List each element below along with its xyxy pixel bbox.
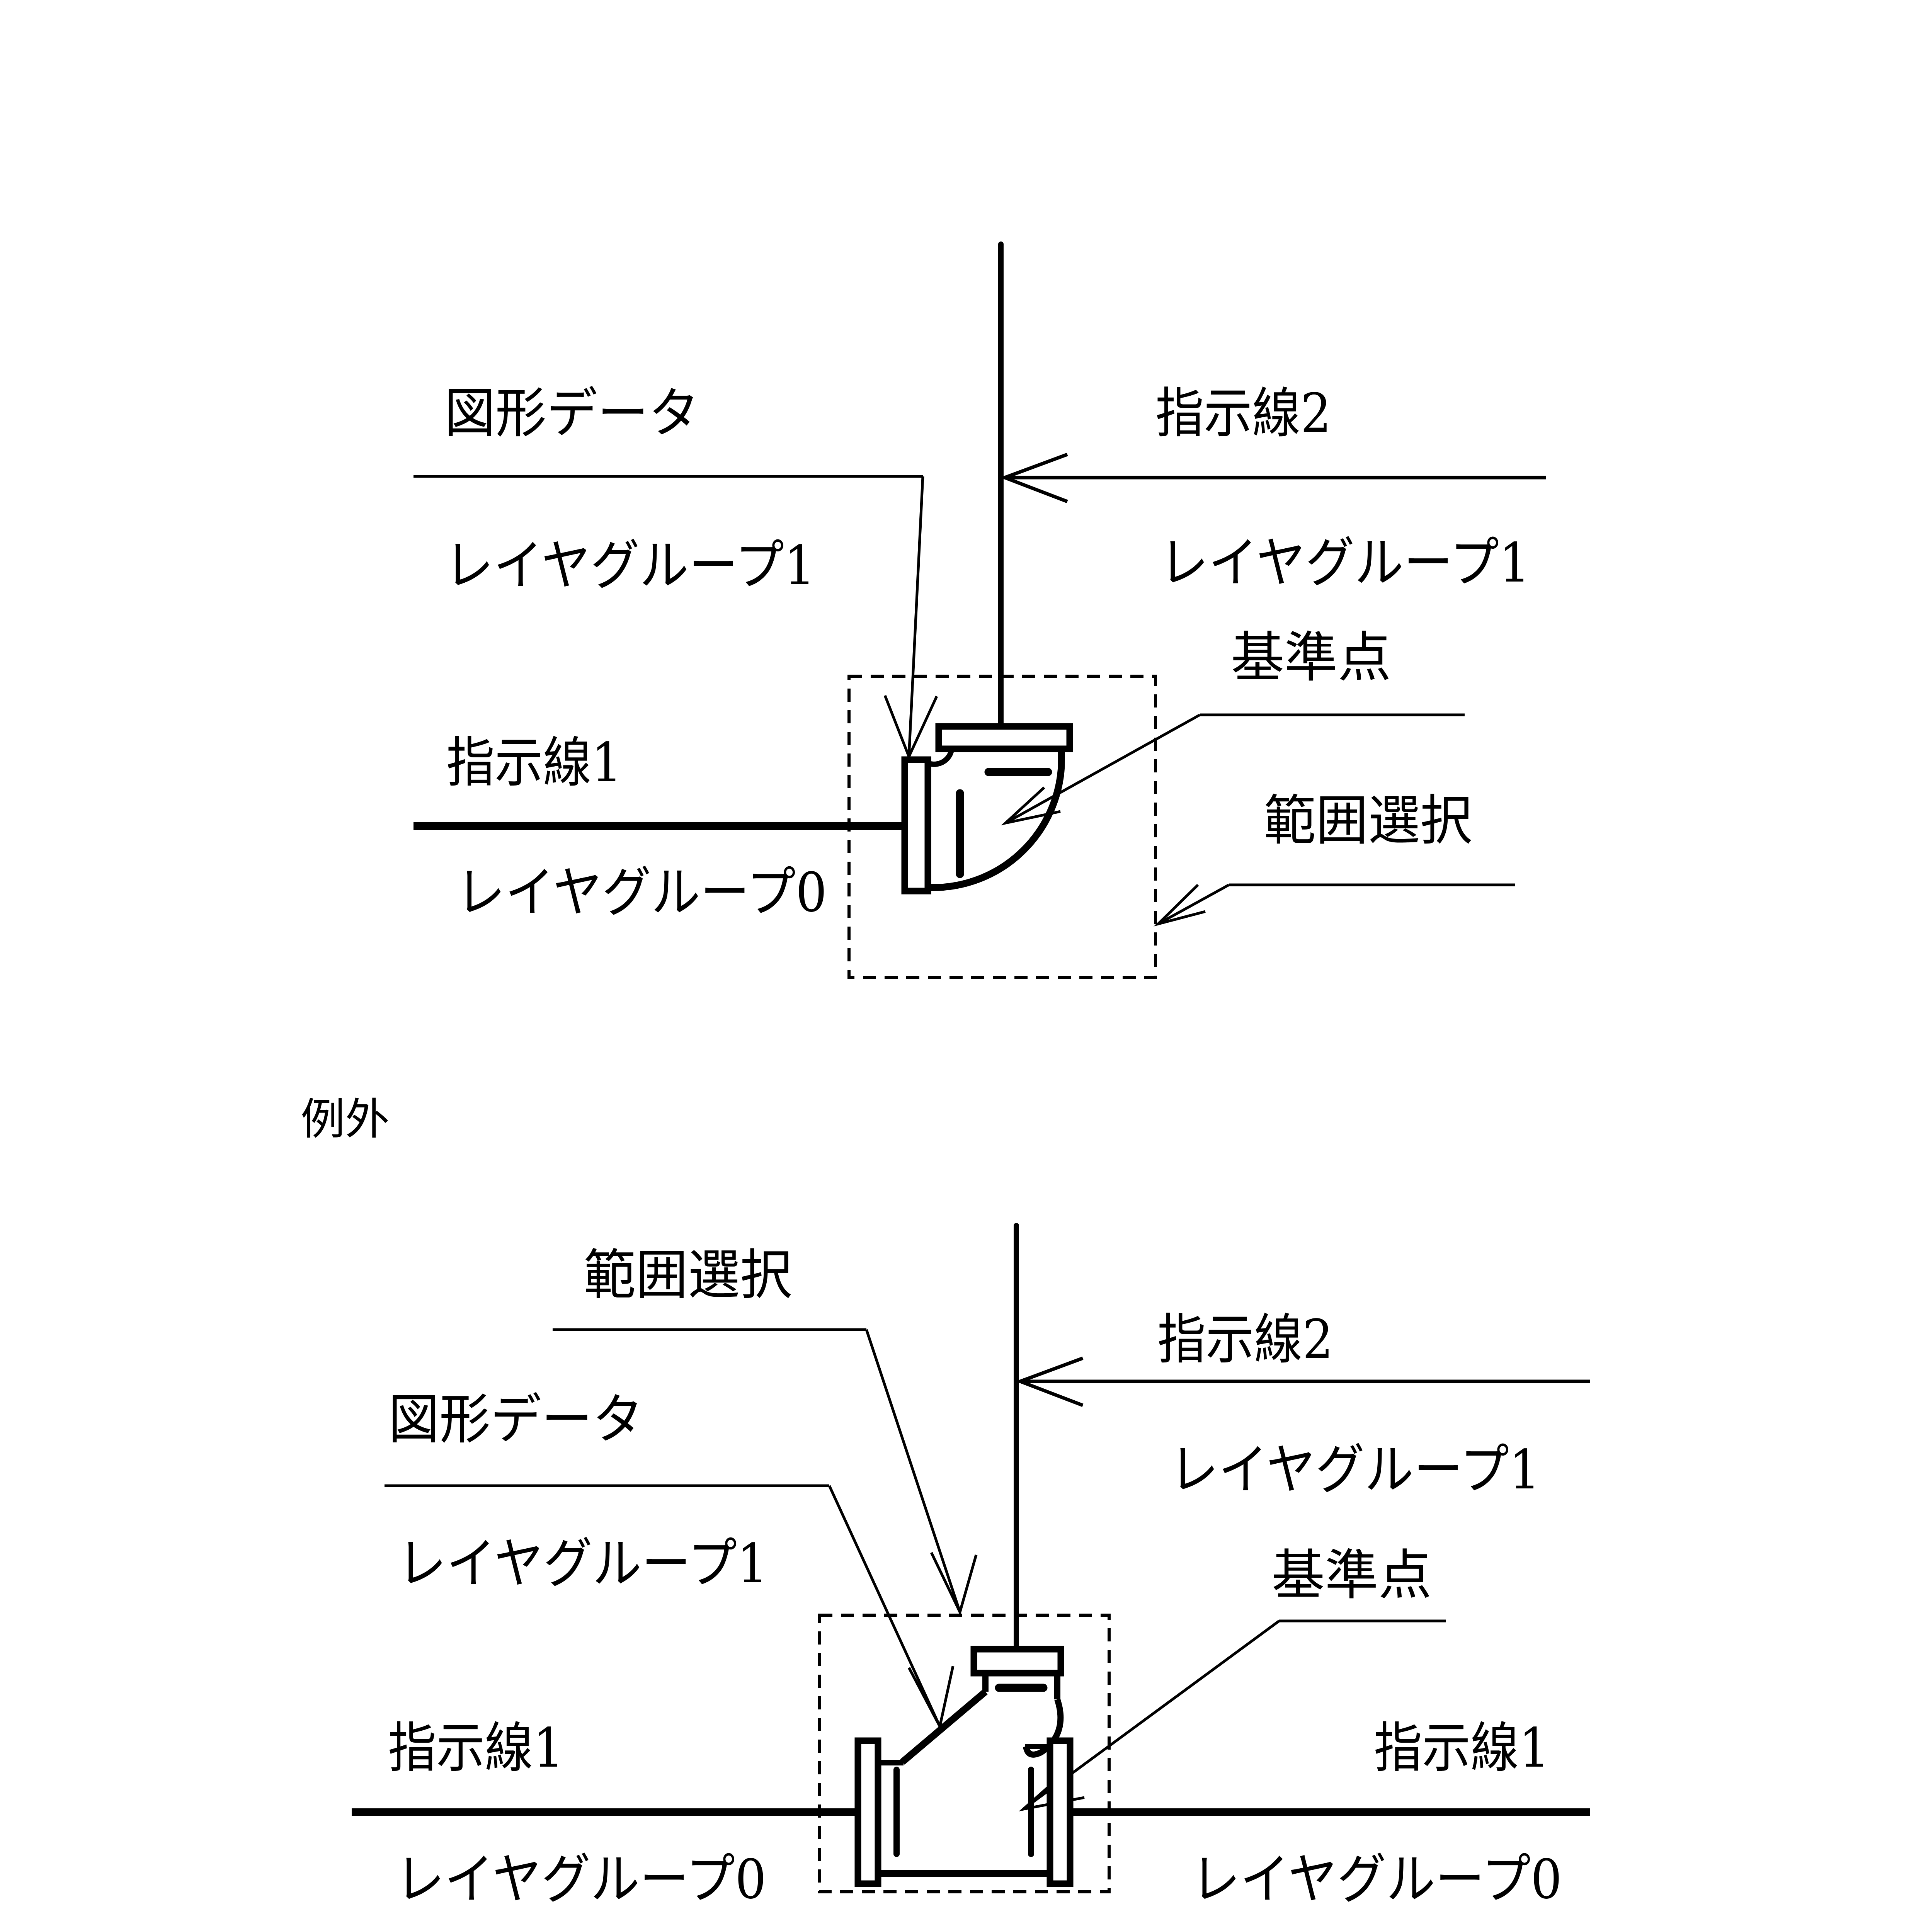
figure2-leader-line2 [1015, 1356, 1590, 1407]
tee-left-socket-flange [854, 1737, 881, 1887]
figure1-leader-line2 [1000, 452, 1546, 503]
down-arrowhead-icon [930, 1552, 978, 1616]
figure1-base-point-label: 基準点 [1231, 626, 1391, 689]
elbow-outer-curve [928, 750, 1065, 891]
figure1-range-select-label: 範囲選択 [1264, 789, 1472, 852]
elbow-left-socket-flange [901, 756, 931, 895]
figure2-leader-line1-right-label: 指示線1 [1374, 1717, 1550, 1780]
figure1-layer-group1-right-label: レイヤグループ1 [1159, 532, 1530, 595]
down-left-arrowhead-icon [1154, 884, 1206, 927]
leader-segment [865, 1329, 961, 1613]
elbow-socket-notch [928, 750, 954, 767]
figure1-layer-group0-label: レイヤグループ0 [456, 861, 827, 924]
figure1-leader-line2-label: 指示線2 [1155, 382, 1331, 445]
elbow-top-socket-flange [935, 723, 1073, 752]
figure2-base-point-label: 基準点 [1271, 1544, 1432, 1607]
figure1-graphic-data-leader [413, 475, 938, 760]
figure1-graphic-data-label: 図形データ [444, 382, 699, 445]
figure2-leader-line1-left-label: 指示線1 [388, 1717, 564, 1780]
figure2-graphic-data-leader [385, 1484, 955, 1731]
figure2-layer-group1-right-label: レイヤグループ1 [1169, 1439, 1540, 1502]
down-left-arrowhead-icon [1001, 786, 1061, 826]
figure2-layer-group0-left-label: レイヤグループ0 [395, 1848, 766, 1911]
figure2-layer-group1-left-label: レイヤグループ1 [397, 1532, 768, 1595]
figure1-elbow-fitting [901, 723, 1073, 895]
leader-segment [907, 476, 924, 757]
leader-segment [1005, 713, 1201, 825]
leader-segment [828, 1485, 941, 1727]
figure1-layer-group1-left-label: レイヤグループ1 [444, 534, 815, 597]
figure1-base-point-leader [1001, 713, 1465, 826]
left-arrowhead-icon [1000, 452, 1068, 503]
figure2-base-point-leader [1019, 1619, 1446, 1811]
figure1-leader-line1-label: 指示線1 [446, 731, 622, 794]
figure2-tee-annotation-diagram: 範囲選択 図形データ レイヤグループ1 指示線2 レイヤグループ1 基準点 指示… [352, 1223, 1590, 1911]
figure1-elbow-annotation-diagram: 図形データ レイヤグループ1 指示線2 レイヤグループ1 基準点 範囲選択 指示… [413, 242, 1546, 979]
tee-top-socket-flange [970, 1646, 1064, 1677]
leader-segment [1157, 883, 1230, 925]
exception-section-label: 例外 [301, 1094, 390, 1145]
figure2-layer-group0-right-label: レイヤグループ0 [1191, 1848, 1562, 1911]
figure1-range-select-leader [1154, 883, 1515, 927]
left-arrowhead-icon [1015, 1356, 1084, 1407]
figure2-graphic-data-label: 図形データ [388, 1388, 643, 1451]
tee-wye-diagonal [900, 1689, 988, 1765]
figure2-range-select-label: 範囲選択 [584, 1244, 792, 1307]
tee-right-socket-flange [1046, 1737, 1074, 1887]
figure2-leader-line2-label: 指示線2 [1157, 1308, 1333, 1371]
figure2-range-select-leader [553, 1328, 978, 1616]
figure2-tee-fitting [854, 1646, 1074, 1887]
